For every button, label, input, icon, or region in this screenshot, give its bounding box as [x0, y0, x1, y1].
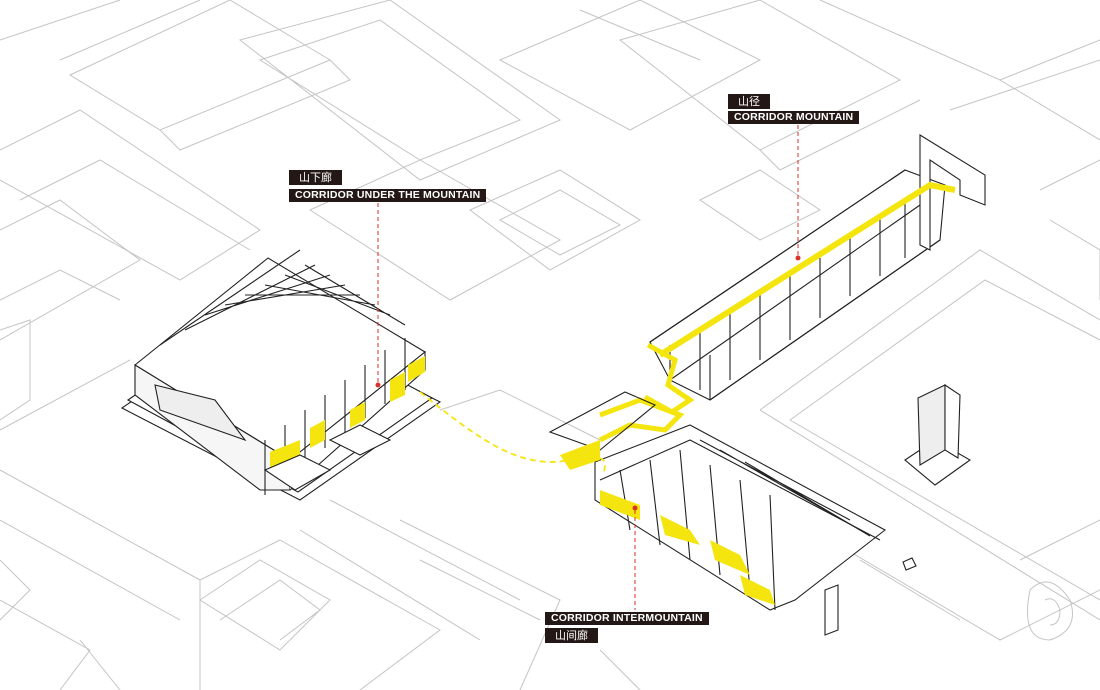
- label-intermountain-cn: 山间廊: [545, 628, 598, 643]
- label-intermountain-en: CORRIDOR INTERMOUNTAIN: [545, 612, 709, 625]
- connection-path: [419, 391, 606, 476]
- building-mountain: [548, 134, 986, 451]
- label-mountain-en: CORRIDOR MOUNTAIN: [728, 111, 860, 124]
- leader-lines: [375, 125, 801, 610]
- building-intermountain: [560, 424, 887, 611]
- label-under-mountain-en: CORRIDOR UNDER THE MOUNTAIN: [289, 189, 487, 202]
- building-under-mountain: [120, 249, 442, 501]
- tower: [824, 383, 972, 636]
- label-under-mountain-cn: 山下廊: [289, 170, 342, 185]
- label-mountain-cn: 山径: [728, 94, 770, 109]
